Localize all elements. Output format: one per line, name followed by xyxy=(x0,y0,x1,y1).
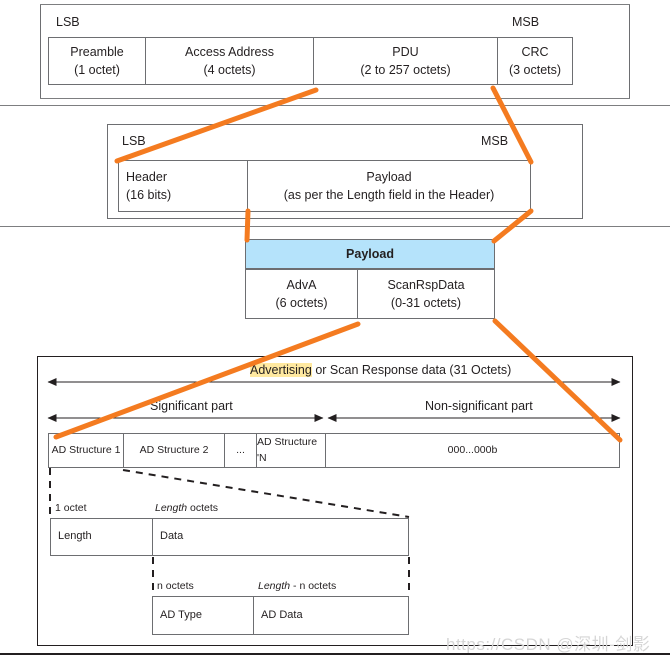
packet-field-pdu[interactable]: PDU (2 to 257 octets) xyxy=(313,37,498,85)
ad-data-cell-type-label: AD Type xyxy=(160,608,202,621)
ad-cell-structure-2[interactable]: AD Structure 2 xyxy=(123,433,225,468)
ad-cell-structure-1-label: AD Structure 1 xyxy=(51,443,121,456)
packet-field-preamble-size: (1 octet) xyxy=(74,63,120,77)
pdu-row-bottom-rule xyxy=(0,226,670,227)
pdu-field-header-name: Header xyxy=(126,169,167,184)
pdu-row-top-rule xyxy=(0,105,670,106)
pdu-field-header[interactable]: Header (16 bits) xyxy=(118,160,248,212)
payload-field-adva-name: AdvA xyxy=(286,277,317,292)
payload-field-scanrspdata-size: (0-31 octets) xyxy=(390,296,462,310)
payload-band-label: Payload xyxy=(346,246,394,261)
payload-field-scanrspdata[interactable]: ScanRspData (0-31 octets) xyxy=(357,269,495,319)
ad-structure-cell-data[interactable]: Data xyxy=(152,518,409,556)
pdu-field-payload-name: Payload xyxy=(366,169,412,184)
ad-structure-cell-length[interactable]: Length xyxy=(50,518,153,556)
packet-field-access-address-name: Access Address xyxy=(185,44,274,59)
bottom-rule xyxy=(0,653,670,655)
top-rule xyxy=(40,4,630,5)
packet-lsb-label: LSB xyxy=(56,15,80,29)
ad-structure-cell-data-label: Data xyxy=(160,530,184,543)
packet-field-crc-name: CRC xyxy=(521,44,549,59)
advertising-span-highlight: Advertising xyxy=(250,363,312,377)
packet-row-frame xyxy=(40,5,630,98)
payload-field-adva-size: (6 octets) xyxy=(275,296,328,310)
pdu-field-payload-size: (as per the Length field in the Header) xyxy=(283,188,495,202)
ad-cell-ellipsis[interactable]: ... xyxy=(224,433,257,468)
pdu-lsb-label: LSB xyxy=(122,134,146,148)
non-significant-part-label: Non-significant part xyxy=(425,399,533,413)
packet-row-bottom-rule xyxy=(40,98,630,99)
pdu-field-payload[interactable]: Payload (as per the Length field in the … xyxy=(247,160,531,212)
ad-cell-structure-1[interactable]: AD Structure 1 xyxy=(48,433,124,468)
pdu-msb-label: MSB xyxy=(481,134,509,148)
ad-cell-structure-n-label: AD Structure 'N xyxy=(257,436,318,464)
packet-field-access-address-size: (4 octets) xyxy=(203,63,256,77)
packet-field-pdu-size: (2 to 257 octets) xyxy=(360,63,451,77)
ad-data-size-left: n octets xyxy=(157,580,194,592)
payload-band-header: Payload xyxy=(245,239,495,269)
ad-data-size-right-italic: Length xyxy=(258,580,291,592)
ad-cell-ellipsis-label: ... xyxy=(236,443,245,456)
ad-cell-structure-2-label: AD Structure 2 xyxy=(139,443,209,456)
packet-field-access-address[interactable]: Access Address (4 octets) xyxy=(145,37,314,85)
advertising-span-rest: or Scan Response data (31 Octets) xyxy=(311,363,512,377)
packet-field-pdu-name: PDU xyxy=(392,44,419,59)
ad-data-cell-data[interactable]: AD Data xyxy=(253,596,409,635)
pdu-field-header-size: (16 bits) xyxy=(126,188,172,202)
advertising-span-label: Advertising or Scan Response data (31 Oc… xyxy=(250,363,511,377)
pdu-row-frame xyxy=(107,124,583,219)
ad-data-size-right: Length - n octets xyxy=(258,580,336,592)
ad-data-cell-data-label: AD Data xyxy=(261,608,303,621)
packet-field-crc-size: (3 octets) xyxy=(508,63,562,77)
packet-field-crc[interactable]: CRC (3 octets) xyxy=(497,37,573,85)
packet-field-preamble-name: Preamble xyxy=(70,44,124,59)
ad-cell-zero-padding[interactable]: 000...000b xyxy=(325,433,620,468)
packet-field-preamble[interactable]: Preamble (1 octet) xyxy=(48,37,146,85)
ad-structure-size-right-italic: Length xyxy=(155,502,188,514)
csdn-watermark: https://CSDN @深圳-剑影 xyxy=(446,635,651,654)
ad-structure-size-right-rest: octets xyxy=(187,502,219,514)
ad-data-size-right-rest: - n octets xyxy=(290,580,337,592)
payload-field-scanrspdata-name: ScanRspData xyxy=(387,277,465,292)
payload-field-adva[interactable]: AdvA (6 octets) xyxy=(245,269,358,319)
ad-cell-structure-n[interactable]: AD Structure 'N xyxy=(256,433,326,468)
packet-msb-label: MSB xyxy=(512,15,540,29)
ad-structure-size-left: 1 octet xyxy=(55,502,87,514)
ad-cell-zero-padding-label: 000...000b xyxy=(447,443,498,456)
ad-data-cell-type[interactable]: AD Type xyxy=(152,596,254,635)
ad-structure-size-right: Length octets xyxy=(155,502,218,514)
ad-structure-cell-length-label: Length xyxy=(58,530,92,543)
significant-part-label: Significant part xyxy=(150,399,233,413)
